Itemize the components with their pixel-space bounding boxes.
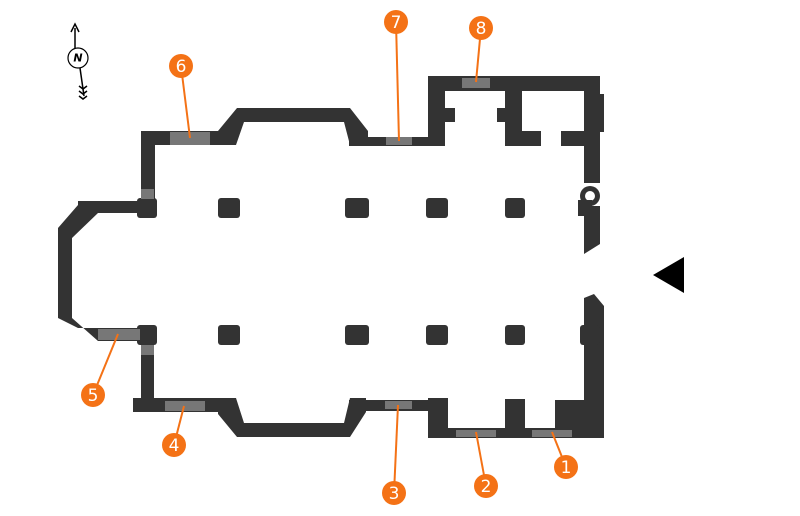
pillar: [345, 325, 369, 345]
pillar: [218, 325, 240, 345]
marker-label: 5: [88, 386, 99, 406]
wall-tower-west-stub: [441, 108, 455, 122]
wall-north-transept: [218, 108, 368, 145]
pillars: [137, 198, 600, 345]
wall-east-buttress-upper: [584, 94, 604, 132]
marker-circle: [382, 481, 406, 505]
wall-east-stair-core: [585, 191, 595, 201]
window-3: [385, 401, 412, 409]
wall-east-door-north: [584, 206, 600, 254]
pillar: [137, 198, 157, 218]
wall-tower-north: [428, 76, 600, 91]
leader-line-6: [180, 65, 191, 139]
marker-8[interactable]: 8: [469, 16, 493, 40]
marker-circle: [169, 54, 193, 78]
marker-1[interactable]: 1: [554, 455, 578, 479]
compass-north-letter: N: [73, 52, 82, 65]
marker-circle: [474, 474, 498, 498]
marker-circle: [384, 10, 408, 34]
pillar: [345, 198, 369, 218]
wall-tower-inner-stub: [497, 108, 507, 122]
compass-tail: [79, 67, 85, 97]
window-8: [462, 78, 490, 88]
wall-south-transept: [218, 398, 366, 437]
pillar: [426, 198, 448, 218]
window-west-upper: [141, 189, 154, 199]
wall-south-chapel-divider: [505, 399, 525, 437]
marker-5[interactable]: 5: [81, 383, 105, 407]
marker-6[interactable]: 6: [169, 54, 193, 78]
window-west-lower: [141, 345, 154, 355]
north-arrow-icon: [70, 22, 80, 33]
wall-north-chapel: [505, 131, 541, 146]
walls: [58, 76, 604, 438]
marker-2[interactable]: 2: [474, 474, 498, 498]
marker-circle: [81, 383, 105, 407]
pillar: [137, 325, 157, 345]
compass-circle: [67, 47, 89, 69]
leader-line-7: [395, 21, 400, 142]
marker-circle: [554, 455, 578, 479]
marker-label: 7: [391, 13, 402, 33]
wall-south-chapel: [428, 428, 604, 438]
leader-line-3: [393, 404, 399, 494]
marker-3[interactable]: 3: [382, 481, 406, 505]
window-6: [170, 132, 210, 145]
window-5: [98, 329, 140, 340]
pillar: [505, 198, 525, 218]
wall-tower-west: [428, 76, 445, 146]
arrow-fletching-icon: [78, 85, 88, 100]
marker-label: 4: [169, 436, 180, 456]
pillar: [218, 198, 240, 218]
marker-label: 6: [176, 57, 187, 77]
marker-label: 3: [389, 484, 400, 504]
marker-4[interactable]: 4: [162, 433, 186, 457]
compass: N: [67, 22, 89, 100]
marker-label: 1: [561, 458, 572, 478]
marker-label: 2: [481, 477, 492, 497]
marker-label: 8: [476, 19, 487, 39]
leader-lines: [92, 21, 567, 494]
window-4: [165, 401, 205, 411]
pillar: [580, 325, 600, 345]
wall-apse: [58, 201, 154, 341]
marker-circle: [469, 16, 493, 40]
entrance-arrow-icon: [653, 257, 684, 293]
marker-7[interactable]: 7: [384, 10, 408, 34]
pillar: [505, 325, 525, 345]
pillar: [426, 325, 448, 345]
wall-east-north: [584, 131, 600, 183]
marker-circle: [162, 433, 186, 457]
